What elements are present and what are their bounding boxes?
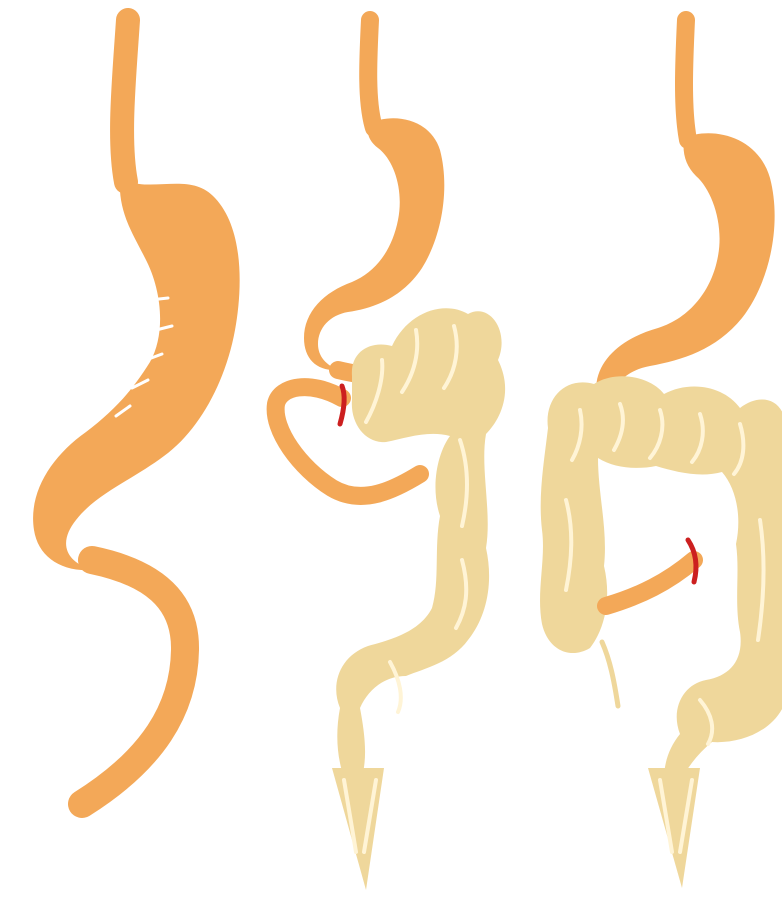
panel-2-colon — [332, 308, 505, 890]
panel-1-normal-anatomy — [33, 20, 240, 804]
panel-3-reconstructed-anatomy — [540, 20, 782, 888]
panel-3-esophagus — [684, 20, 688, 140]
panel-1-esophagus — [122, 20, 128, 182]
panel-3-colon — [540, 376, 782, 888]
panel-2-esophagus — [368, 20, 374, 128]
panel-1-duodenum-small-intestine — [82, 560, 185, 804]
panel-3-small-intestine-to-colon — [606, 560, 694, 606]
panel-2-colon-ascending — [336, 308, 505, 796]
panel-2-reconstructed-anatomy — [276, 20, 506, 890]
panel-3-appendix-tail — [602, 642, 618, 706]
panel-1-stomach-body — [33, 178, 240, 570]
